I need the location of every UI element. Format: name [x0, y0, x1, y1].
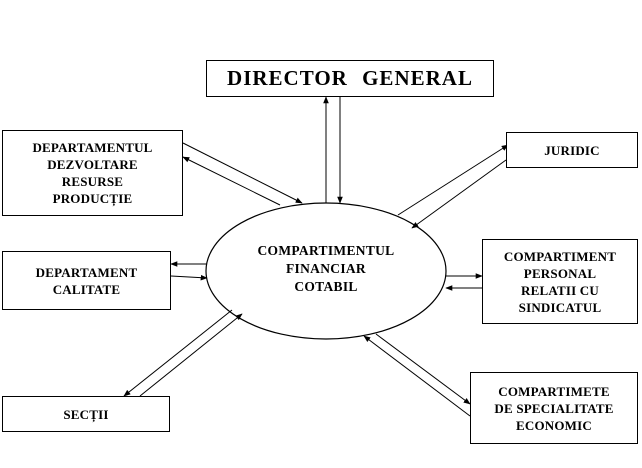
- sectii-box: SECȚII: [2, 396, 170, 432]
- arrow-center-to-juridic: [397, 144, 509, 216]
- compartiment-financiar-label: COMPARTIMENTUL FINANCIAR COTABIL: [257, 243, 395, 294]
- departament-dezvoltare-box: DEPARTAMENTUL DEZVOLTARE RESURSE PRODUCȚ…: [2, 130, 183, 216]
- sectii-label: SECȚII: [63, 406, 109, 422]
- arrow-dezvoltare-to-center: [182, 142, 303, 204]
- juridic-label: JURIDIC: [544, 142, 600, 158]
- arrow-calitate-to-center: [170, 274, 208, 281]
- arrow-sectii-to-center: [139, 313, 243, 397]
- director-general-box: DIRECTOR GENERAL: [206, 60, 494, 97]
- juridic-box: JURIDIC: [506, 132, 638, 168]
- departament-dezvoltare-label: DEPARTAMENTUL DEZVOLTARE RESURSE PRODUCȚ…: [32, 140, 153, 206]
- departament-calitate-box: DEPARTAMENT CALITATE: [2, 251, 171, 310]
- director-general-label: DIRECTOR GENERAL: [227, 66, 473, 90]
- compartiment-personal-label: COMPARTIMENT PERSONAL RELATII CU SINDICA…: [503, 248, 617, 315]
- compartiment-personal-box: COMPARTIMENT PERSONAL RELATII CU SINDICA…: [482, 239, 638, 324]
- arrow-center-to-dezvoltare: [182, 156, 281, 206]
- arrow-center-to-sectii: [123, 309, 233, 397]
- arrow-center-to-specialitate: [375, 333, 471, 405]
- arrow-specialitate-to-center: [363, 335, 471, 417]
- arrow-juridic-to-center: [411, 159, 507, 229]
- compartimente-specialitate-box: COMPARTIMETE DE SPECIALITATE ECONOMIC: [470, 372, 638, 444]
- departament-calitate-label: DEPARTAMENT CALITATE: [35, 264, 138, 297]
- compartimente-specialitate-label: COMPARTIMETE DE SPECIALITATE ECONOMIC: [494, 383, 614, 433]
